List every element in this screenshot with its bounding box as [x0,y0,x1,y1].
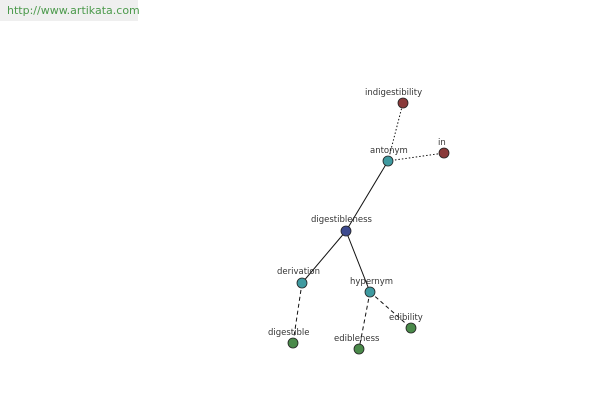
node-derivation[interactable] [296,277,308,289]
node-root[interactable] [340,225,352,237]
node-label-root: digestibleness [311,215,373,225]
node-indigestibility[interactable] [397,97,409,109]
node-label-hypernym: hypernym [350,277,393,287]
edges [292,102,445,350]
node-label-digestible: digestible [268,328,310,338]
edge-derivation-digestible [292,282,303,344]
node-label-indigestibility: indigestibility [365,88,422,98]
edge-hypernym-edibleness [358,291,371,350]
node-label-edibleness: edibleness [334,334,380,344]
node-antonym[interactable] [382,155,394,167]
edge-hypernym-edibility [369,291,412,329]
edge-antonym-in [387,152,445,162]
edge-root-hypernym [345,230,371,293]
edge-root-derivation [301,230,347,284]
labels: digestibleness antonym derivation hypernym i… [268,88,446,344]
node-hypernym[interactable] [364,286,376,298]
node-label-derivation: derivation [277,267,320,277]
watermark-url: http://www.artikata.com [0,0,140,21]
node-digestible[interactable] [287,337,299,349]
node-in[interactable] [438,147,450,159]
node-label-in: in [438,138,446,148]
node-label-antonym: antonym [370,146,408,156]
node-edibleness[interactable] [353,343,365,355]
edge-root-antonym [345,160,389,232]
node-edibility[interactable] [405,322,417,334]
node-label-edibility: edibility [389,313,423,323]
edge-antonym-indigestibility [387,102,404,162]
nodes [287,97,450,355]
